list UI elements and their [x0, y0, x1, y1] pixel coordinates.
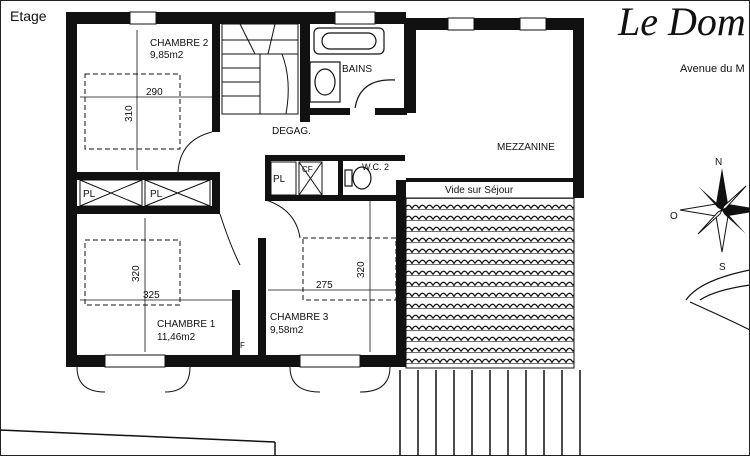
level-label: Etage: [10, 8, 47, 24]
bathroom-fixtures: [309, 27, 396, 109]
room-name-vide-sejour: Vide sur Séjour: [445, 185, 514, 196]
dim-ch3-depth: 320: [356, 261, 367, 278]
compass-labels: N O S F: [240, 157, 726, 350]
dim-ch2-depth: 310: [124, 105, 135, 122]
dimension-labels: 290 310 325 320 275 320: [124, 87, 367, 301]
dim-ch2-width: 290: [146, 87, 163, 98]
room-name-degag: DEGAG.: [272, 126, 311, 137]
room-labels: CHAMBRE 2 9,85m2 BAINS DEGAG. MEZZANINE …: [150, 38, 555, 343]
room-area-chambre3: 9,58m2: [270, 325, 304, 336]
dim-ch3-width: 275: [316, 280, 333, 291]
doors: [76, 131, 391, 393]
room-name-chambre3: CHAMBRE 3: [270, 312, 329, 323]
room-name-bains: BAINS: [342, 64, 372, 75]
wc-fixture: [344, 166, 372, 190]
compass-north-label: N: [715, 157, 722, 168]
door-mark: F: [240, 341, 245, 350]
plan-address: Avenue du M: [680, 63, 745, 75]
closet-label-pl-3: PL: [273, 174, 286, 185]
compass-south-label: S: [719, 262, 726, 273]
terrace-boards: [399, 370, 581, 456]
dimension-lines: [80, 30, 396, 352]
room-name-mezzanine: MEZZANINE: [497, 142, 555, 153]
room-name-chambre1: CHAMBRE 1: [157, 319, 216, 330]
room-area-chambre2: 9,85m2: [150, 50, 184, 61]
room-name-wc2: W.C. 2: [362, 162, 389, 172]
staircase: [221, 23, 299, 115]
closet-label-cf: CF: [302, 165, 313, 174]
plan-title: Le Dom: [618, 0, 746, 44]
room-name-chambre2: CHAMBRE 2: [150, 38, 209, 49]
room-area-chambre1: 11,46m2: [157, 332, 196, 343]
lower-plan-fragment: [0, 429, 276, 456]
compass-west-label: O: [670, 211, 678, 222]
roof-tiles: [405, 197, 575, 369]
closets: [79, 161, 323, 207]
interior-walls: [77, 12, 574, 365]
closet-labels: PL PL PL CF: [83, 165, 313, 200]
beds: [84, 73, 397, 306]
site-sketch: [685, 269, 750, 331]
closet-label-pl-2: PL: [150, 189, 163, 200]
closet-label-pl-1: PL: [83, 189, 96, 200]
exterior-openings: [104, 11, 547, 368]
compass-rose: [679, 168, 750, 253]
dim-ch1-depth: 320: [131, 265, 142, 282]
dim-ch1-width: 325: [143, 290, 160, 301]
